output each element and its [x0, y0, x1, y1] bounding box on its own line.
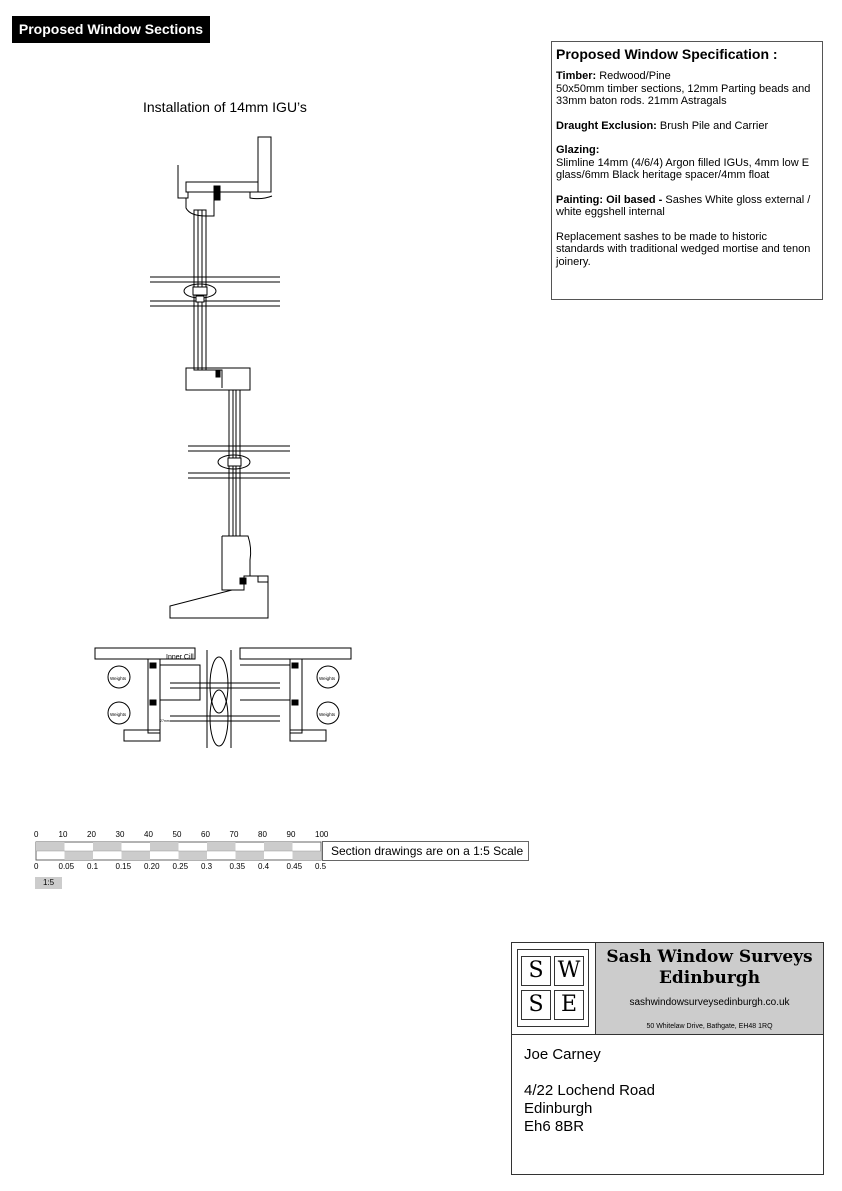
cill-section [169, 535, 269, 619]
scale-segment [121, 851, 150, 860]
scale-segment [93, 842, 122, 851]
scale-note: Section drawings are on a 1:5 Scale [322, 841, 529, 861]
scale-tick-label: 0.4 [258, 862, 270, 871]
scale-tick-label: 0.5 [315, 862, 327, 871]
logo-letter: E [554, 990, 584, 1020]
scale-tick-label: 40 [144, 830, 153, 839]
scale-tick-label: 0 [34, 862, 39, 871]
drawing-title: Installation of 14mm IGU’s [143, 99, 307, 115]
scale-tick-label: 0.45 [286, 862, 303, 871]
spec-draught: Draught Exclusion: Brush Pile and Carrie… [556, 119, 769, 132]
scale-tick-label: 10 [58, 830, 68, 839]
label-weights: Weights [110, 676, 127, 681]
client-address-line: Edinburgh [524, 1100, 593, 1117]
scale-segment [235, 851, 264, 860]
meeting-rails [185, 367, 251, 391]
scale-tick-label: 60 [201, 830, 210, 839]
spec-painting: Painting: Oil based - Sashes White gloss… [556, 193, 811, 219]
client-name: Joe Carney [524, 1046, 601, 1063]
scale-tick-label: 0.25 [172, 862, 189, 871]
scale-segment [64, 851, 93, 860]
scale-tick-label: 50 [172, 830, 182, 839]
scale-tick-label: 0.35 [229, 862, 246, 871]
scale-ratio-badge: 1:5 [35, 877, 62, 889]
logo-letter: W [554, 956, 584, 986]
label-weights: Weights [319, 676, 336, 681]
label-dimension: 27mm [160, 719, 170, 723]
lower-sash [188, 389, 290, 537]
scale-tick-label: 0 [34, 830, 39, 839]
scale-tick-label: 30 [115, 830, 125, 839]
scale-segment [150, 842, 179, 851]
scale-tick-label: 100 [315, 830, 329, 839]
scale-segment [36, 842, 65, 851]
spec-glazing: Glazing:Slimline 14mm (4/6/4) Argon fill… [556, 144, 810, 181]
scale-tick-label: 0.20 [144, 862, 160, 871]
scale-tick-label: 80 [258, 830, 267, 839]
client-address-line: Eh6 8BR [524, 1118, 585, 1135]
label-inner-cill: Inner Cill [166, 654, 194, 661]
specification-panel: Proposed Window Specification : Timber: … [551, 41, 823, 300]
scale-tick-label: 0.1 [87, 862, 99, 871]
scale-tick-label: 0.3 [201, 862, 213, 871]
client-address-line: 4/22 Lochend Road [524, 1082, 655, 1099]
scale-segment [207, 842, 236, 851]
page-title: Proposed Window Sections [12, 16, 210, 43]
head-section [177, 136, 273, 217]
logo: S W S E [512, 943, 596, 1034]
upper-sash [150, 209, 280, 371]
scale-segment [264, 842, 293, 851]
label-weights: Weights [319, 712, 336, 717]
scale-tick-label: 70 [229, 830, 239, 839]
scale-tick-label: 20 [87, 830, 96, 839]
scale-tick-label: 0.05 [58, 862, 75, 871]
firm-address: 50 Whitelaw Drive, Bathgate, EH48 1RQ [646, 1023, 773, 1030]
scale-segment [292, 851, 321, 860]
firm-website: sashwindowsurveysedinburgh.co.uk [629, 997, 790, 1008]
spec-heading: Proposed Window Specification : [556, 46, 778, 62]
scale-segment [178, 851, 207, 860]
spec-note: Replacement sashes to be made to histori… [556, 230, 811, 268]
window-section-drawing: Inner Cill Weights Weights Weights Weigh… [94, 136, 352, 748]
logo-letter: S [521, 990, 551, 1020]
scale-tick-label: 0.15 [115, 862, 132, 871]
label-weights: Weights [110, 712, 127, 717]
scale-tick-label: 90 [286, 830, 296, 839]
logo-letter: S [521, 956, 551, 986]
client-details: Joe Carney 4/22 Lochend Road Edinburgh E… [524, 1046, 655, 1136]
plan-section [94, 647, 352, 748]
